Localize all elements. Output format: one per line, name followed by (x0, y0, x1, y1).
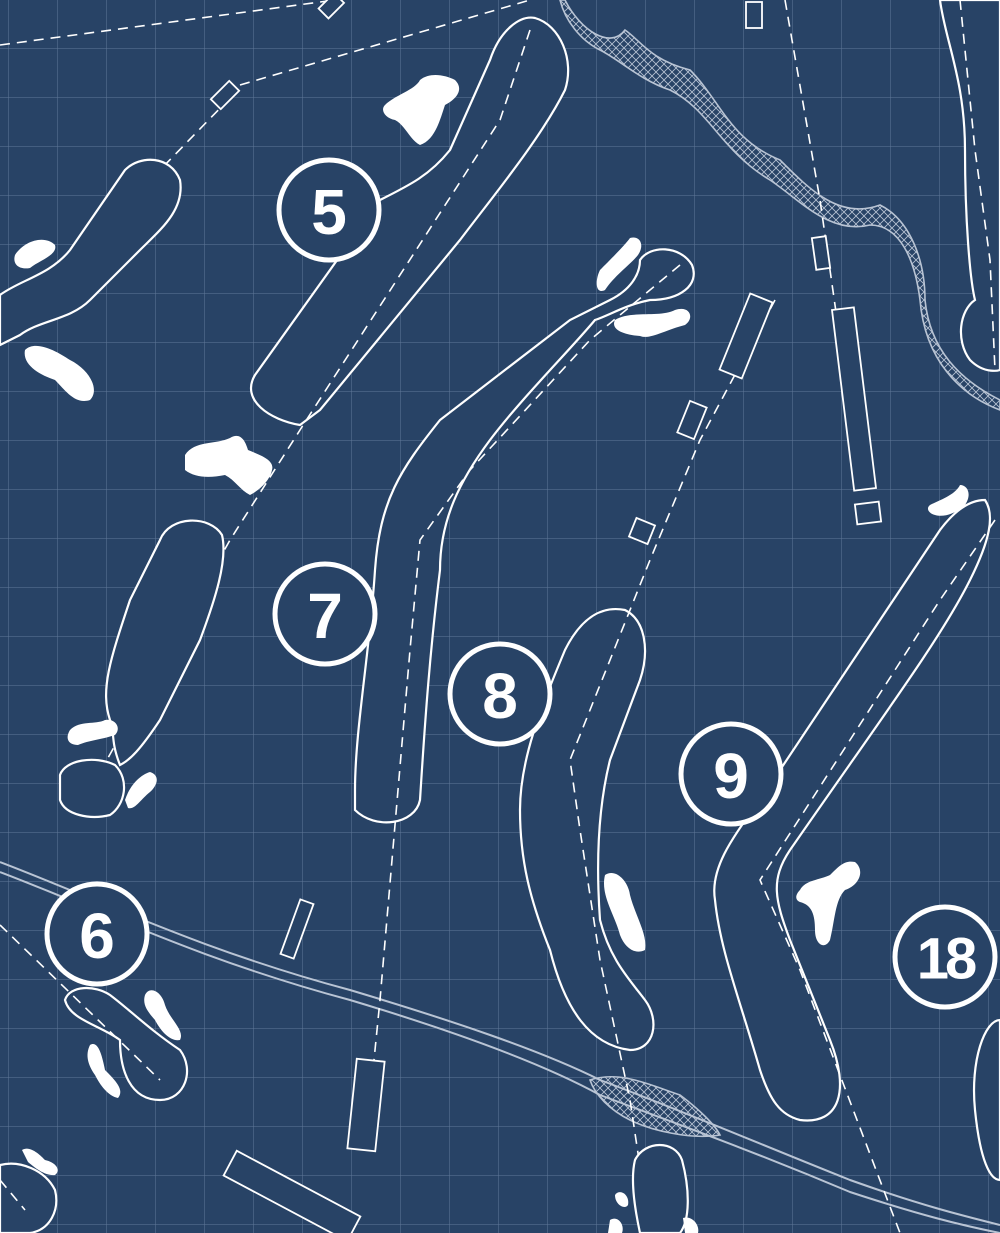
hole-marker-9: 9 (678, 721, 784, 827)
hole-marker-5: 5 (276, 157, 382, 263)
cart-path (222, 1149, 362, 1233)
hole-8 (518, 292, 776, 1233)
fairway-9 (713, 498, 992, 1122)
hole-9 (713, 0, 1000, 1233)
hole-marker-8: 8 (447, 641, 553, 747)
hole-number: 18 (917, 927, 976, 992)
hole-number: 8 (482, 660, 518, 732)
hole-marker-18: 18 (892, 904, 998, 1010)
hole-number: 6 (79, 900, 115, 972)
hole-number: 7 (307, 580, 343, 652)
creek-lower (0, 861, 1000, 1233)
hole-7 (279, 237, 695, 1153)
fairway-5 (249, 16, 570, 427)
hole-marker-6: 6 (44, 881, 150, 987)
hole-5 (0, 0, 570, 791)
bunker (383, 75, 460, 145)
fairway-8 (518, 607, 655, 1052)
hole-6 (0, 519, 225, 1233)
hole-4-fairway (0, 158, 182, 401)
bunker (185, 435, 273, 495)
green-6a (58, 758, 126, 818)
hole-marker-7: 7 (272, 561, 378, 667)
hole-number: 9 (713, 740, 749, 812)
hole-number: 5 (311, 176, 347, 248)
fairway-6 (104, 519, 225, 767)
